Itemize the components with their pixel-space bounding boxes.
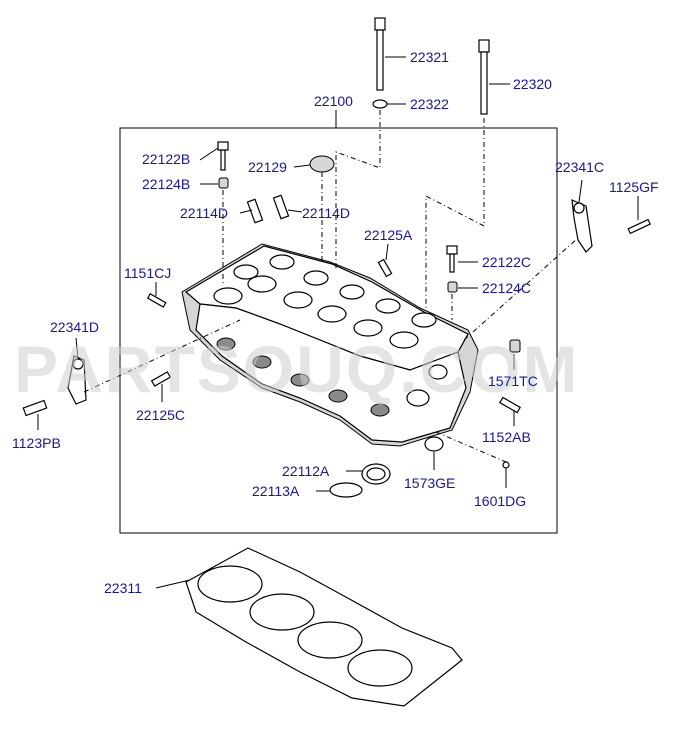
washer-22322 — [372, 99, 388, 109]
bolt-1125GF — [627, 218, 652, 235]
dowel-22125A — [377, 258, 393, 278]
cam-journals — [213, 254, 437, 349]
label-22341C: 22341C — [555, 159, 604, 175]
leader-lines — [37, 56, 639, 589]
bolt-22320 — [478, 39, 490, 115]
label-22100: 22100 — [314, 93, 353, 109]
watermark: PARTSOUQ.COM — [14, 332, 579, 406]
label-22113A: 22113A — [252, 483, 300, 499]
dowel-22125C — [150, 371, 172, 387]
bracket-22341C — [571, 199, 593, 253]
bracket-22341D — [67, 355, 87, 405]
pin-22114D-left — [246, 198, 264, 224]
stud-1152AB — [499, 396, 521, 414]
exhaust-ports — [216, 337, 448, 417]
label-1123PB: 1123PB — [12, 435, 61, 451]
head-gasket — [185, 547, 463, 707]
bolt-1123PB — [22, 399, 48, 417]
label-22321: 22321 — [410, 49, 449, 65]
label-22114D-right: 22114D — [302, 205, 350, 221]
sleeve-22124C — [447, 281, 458, 293]
label-1152AB: 1152AB — [482, 429, 531, 445]
label-22124B: 22124B — [142, 176, 190, 192]
pin-22114D-right — [272, 194, 290, 220]
label-22124C: 22124C — [482, 280, 531, 296]
label-22125A: 22125A — [364, 227, 413, 243]
label-22341D: 22341D — [50, 319, 99, 335]
label-22129: 22129 — [248, 159, 287, 175]
part-labels: 22321 22322 22320 22100 22122B 22124B 22… — [12, 49, 659, 596]
label-22122B: 22122B — [142, 151, 190, 167]
bolt-22321 — [374, 17, 386, 91]
cylinder-head — [181, 243, 479, 447]
alignment-lines — [83, 110, 579, 463]
label-22311: 22311 — [104, 580, 142, 596]
label-22112A: 22112A — [282, 463, 330, 479]
label-1571TC: 1571TC — [488, 373, 538, 389]
label-1151CJ: 1151CJ — [124, 265, 171, 281]
ring-22113A — [329, 482, 363, 498]
assembly-frame — [119, 127, 558, 534]
label-22125C: 22125C — [136, 407, 185, 423]
ball-1601DG — [502, 461, 510, 469]
bolt-22122C — [446, 245, 458, 273]
label-1601DG: 1601DG — [474, 493, 526, 509]
label-22114D-left: 22114D — [180, 205, 228, 221]
label-22122C: 22122C — [482, 254, 531, 270]
bolt-22122B — [217, 141, 229, 171]
label-1573GE: 1573GE — [404, 475, 455, 491]
pin-1151CJ — [146, 292, 167, 308]
label-22322: 22322 — [410, 96, 449, 112]
label-22320: 22320 — [513, 76, 552, 92]
cap-22129 — [309, 155, 335, 173]
plug-1571TC — [509, 339, 521, 353]
seal-1573GE — [424, 436, 444, 452]
sleeve-22124B — [218, 177, 229, 189]
label-1125GF: 1125GF — [609, 179, 659, 195]
